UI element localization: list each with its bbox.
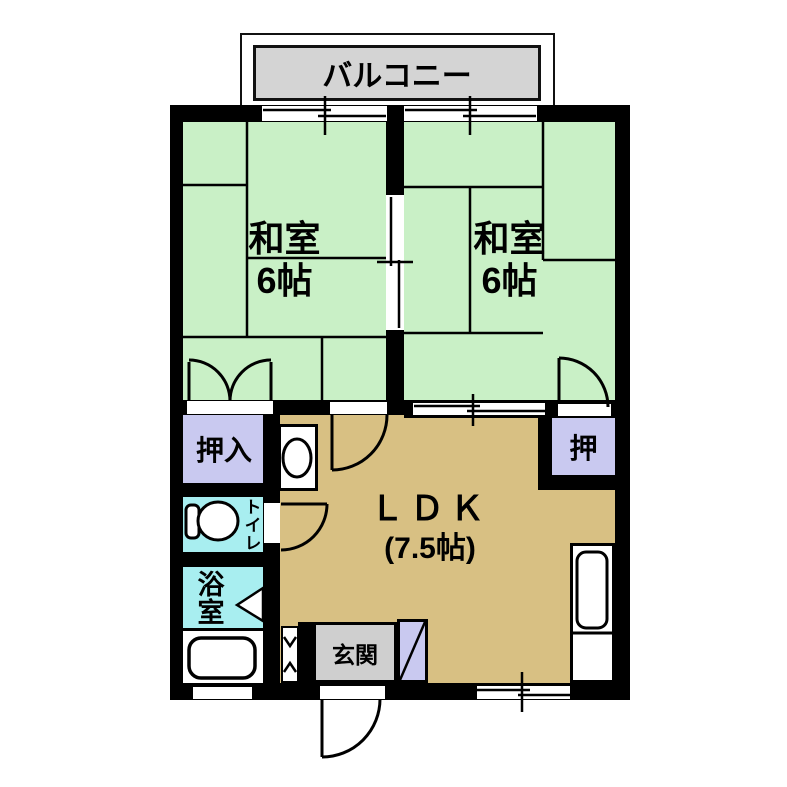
tatami-lines-right	[404, 122, 615, 335]
ldk-tatami-door	[330, 414, 389, 472]
room-name: ＬＤＫ	[370, 490, 490, 528]
entry-door-opening	[320, 686, 385, 699]
oshiire-label: 押入	[195, 435, 252, 466]
toilet-icon	[184, 500, 240, 542]
tatami-lines-left	[183, 122, 386, 400]
toilet-label: トイレ	[241, 498, 261, 552]
genkan: 玄関	[313, 622, 397, 683]
sliding-window-top-left	[263, 96, 386, 135]
balcony: バルコニー	[253, 45, 541, 101]
sliding-window-bottom	[477, 672, 570, 712]
wall-genkan-left	[298, 622, 314, 683]
entry-door	[320, 698, 382, 759]
wall-bath-tub	[183, 628, 265, 631]
fusuma-symbol	[377, 197, 413, 328]
ldk-label: ＬＤＫ (7.5帖)	[300, 489, 560, 569]
toilet-door	[280, 502, 329, 552]
washbasin-icon	[281, 437, 313, 479]
wall-oshi-left	[538, 400, 552, 490]
sliding-door-right-room	[414, 394, 545, 426]
washitsu-left-room	[183, 122, 386, 400]
bathroom-label: 浴室	[193, 570, 224, 626]
room-size: 6帖	[481, 260, 538, 301]
washitsu-left-label: 和室 6帖	[183, 218, 386, 302]
room-size: (7.5帖)	[384, 532, 476, 565]
ldk-door-opening	[330, 402, 387, 414]
pipe-space-chevrons	[282, 636, 298, 673]
wall-toilet-bath	[183, 552, 280, 567]
room-name: 和室	[473, 218, 546, 259]
washitsu-right-label: 和室 6帖	[404, 218, 615, 302]
wall-right	[615, 105, 630, 700]
oshi-door	[557, 356, 610, 408]
oshiire-closet: 押入	[183, 415, 265, 483]
kitchen-sink-icon	[571, 550, 614, 635]
bathtub-icon	[187, 636, 257, 680]
toilet-door-opening	[264, 503, 280, 543]
balcony-label: バルコニー	[322, 60, 472, 93]
wall-left-column	[263, 415, 280, 683]
oshi-closet: 押	[552, 418, 615, 475]
oshi-door-opening	[558, 404, 611, 416]
room-name: 和室	[248, 218, 321, 259]
oshiire-double-door	[187, 358, 273, 402]
wall-oshiire-toilet	[183, 483, 280, 497]
bath-window	[193, 687, 252, 699]
shoe-cabinet-diagonal	[398, 621, 427, 681]
room-size: 6帖	[256, 260, 313, 301]
sliding-window-top-right	[405, 96, 536, 135]
oshiire-opening	[187, 401, 273, 414]
wall-left	[170, 105, 183, 700]
genkan-label: 玄関	[332, 641, 378, 668]
wall-oshi-bottom	[538, 475, 615, 490]
oshi-label: 押	[569, 432, 598, 464]
bath-folding-door-icon	[234, 585, 265, 624]
